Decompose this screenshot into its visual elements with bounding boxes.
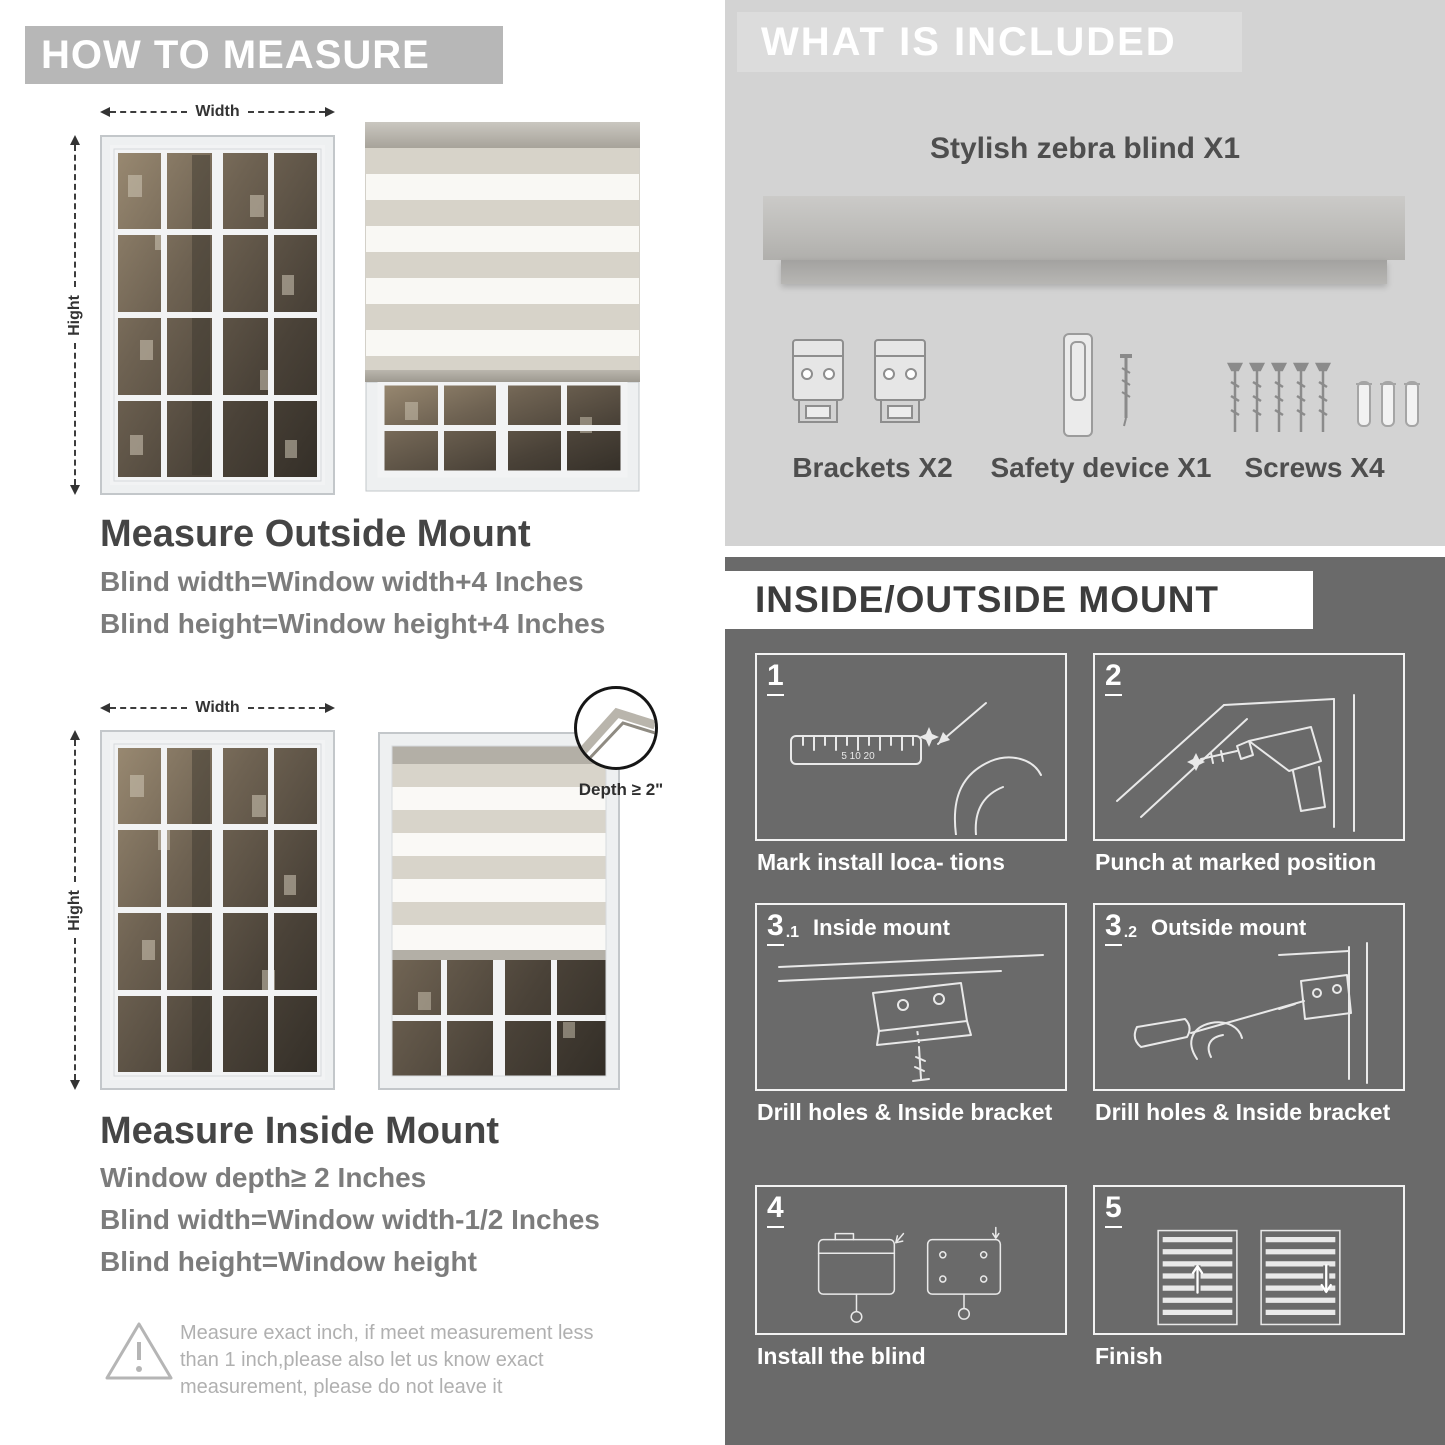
width-label-inside: Width — [195, 699, 240, 716]
zebra-blind-product-label: Stylish zebra blind X1 — [929, 132, 1241, 165]
step-box-5: 5 — [1093, 1185, 1405, 1335]
step-title: Inside mount — [813, 915, 950, 940]
step-4-header: 4 — [767, 1193, 800, 1228]
mark-location-illustration: 5 10 20 — [790, 702, 1042, 835]
dimension-line — [247, 111, 325, 113]
step-number: 3 — [1105, 911, 1122, 946]
dimension-line — [74, 145, 76, 287]
depth-callout-circle — [574, 686, 658, 770]
inside-outside-mount-panel: INSIDE/OUTSIDE MOUNT 1 — [725, 557, 1445, 1445]
step-number: 2 — [1105, 661, 1122, 696]
zebra-blind-inside-illustration — [378, 732, 620, 1090]
width-label-outside: Width — [195, 103, 240, 120]
window-illustration-inside — [100, 730, 335, 1090]
dimension-line — [74, 740, 76, 882]
ruler-marks: 5 10 20 — [841, 751, 875, 762]
how-to-measure-title: HOW TO MEASURE — [41, 33, 430, 77]
dimension-line — [74, 938, 76, 1080]
outside-height-formula: Blind height=Window height+4 Inches — [100, 608, 606, 639]
step-number: 3 — [767, 911, 784, 946]
safety-device-icon — [1063, 333, 1132, 437]
zebra-blind-outside-illustration — [365, 122, 640, 497]
mount-section-banner: INSIDE/OUTSIDE MOUNT — [725, 571, 1313, 629]
step-4-caption: Install the blind — [757, 1343, 926, 1369]
safety-device-label: Safety device X1 — [990, 452, 1212, 483]
zebra-blind-valance-illustration — [781, 260, 1387, 284]
inside-mount-bracket-illustration — [778, 954, 1044, 1082]
step-3-1-caption: Drill holes & Inside bracket — [757, 1099, 1053, 1125]
drill-illustration — [1116, 694, 1355, 832]
inside-width-formula: Blind width=Window width-1/2 Inches — [100, 1204, 600, 1235]
blind-bottom-rail — [365, 370, 640, 382]
window-illustration-outside — [100, 135, 335, 495]
dimension-line — [110, 707, 188, 709]
height-dimension-arrow-inside: Hight — [66, 730, 84, 1090]
install-blind-illustration — [817, 1226, 1002, 1323]
measurement-warning-note: Measure exact inch, if meet measurement … — [180, 1322, 594, 1398]
finished-blinds-illustration — [1157, 1229, 1341, 1326]
step-3-2-header: 3 .2 Outside mount — [1105, 911, 1306, 946]
screws-label: Screws X4 — [1244, 452, 1385, 483]
dimension-line — [247, 707, 325, 709]
step-subnumber: .2 — [1123, 924, 1138, 941]
width-dimension-arrow-outside: Width — [100, 103, 335, 120]
step-3-2-caption: Drill holes & Inside bracket — [1095, 1099, 1391, 1125]
outside-width-formula: Blind width=Window width+4 Inches — [100, 566, 584, 597]
how-to-measure-banner: HOW TO MEASURE — [25, 26, 503, 84]
step-1-header: 1 — [767, 661, 800, 696]
step-5-header: 5 — [1105, 1193, 1138, 1228]
screws-icon — [1226, 362, 1420, 432]
what-is-included-banner: WHAT IS INCLUDED — [737, 12, 1242, 72]
width-dimension-arrow-inside: Width — [100, 699, 335, 716]
arrow-up-icon — [70, 135, 80, 145]
height-label-outside: Hight — [66, 294, 83, 336]
step-box-2: 2 — [1093, 653, 1405, 841]
step-box-3-1: 3 .1 Inside mount — [755, 903, 1067, 1091]
arrow-down-icon — [70, 1080, 80, 1090]
step-number: 4 — [767, 1193, 784, 1228]
warning-icon — [105, 1322, 173, 1380]
outside-mount-bracket-illustration — [1133, 942, 1368, 1084]
inside-height-formula: Blind height=Window height — [100, 1246, 477, 1277]
arrow-right-icon — [325, 703, 335, 713]
what-is-included-title: WHAT IS INCLUDED — [761, 20, 1177, 64]
step-5-caption: Finish — [1095, 1343, 1163, 1369]
step-box-1: 1 5 10 20 — [755, 653, 1067, 841]
zebra-blind-headrail-illustration — [763, 196, 1405, 260]
arrow-down-icon — [70, 485, 80, 495]
bracket-icon — [874, 339, 926, 423]
what-is-included-panel: WHAT IS INCLUDED Stylish zebra blind X1 — [725, 0, 1445, 546]
arrow-right-icon — [325, 107, 335, 117]
inside-depth-line: Window depth≥ 2 Inches — [100, 1162, 427, 1193]
mount-section-title: INSIDE/OUTSIDE MOUNT — [755, 579, 1220, 620]
step-3-1-header: 3 .1 Inside mount — [767, 911, 950, 946]
step-box-4: 4 — [755, 1185, 1067, 1335]
window-fragment-illustration — [365, 378, 640, 492]
step-1-caption: Mark install loca- tions — [757, 849, 1005, 875]
step-2-caption: Punch at marked position — [1095, 849, 1377, 875]
dimension-line — [74, 343, 76, 485]
arrow-up-icon — [70, 730, 80, 740]
arrow-left-icon — [100, 703, 110, 713]
step-2-header: 2 — [1105, 661, 1138, 696]
dimension-line — [110, 111, 188, 113]
height-label-inside: Hight — [66, 889, 83, 931]
brackets-label: Brackets X2 — [792, 452, 953, 483]
blind-stripes — [365, 148, 640, 370]
step-number: 5 — [1105, 1193, 1122, 1228]
blind-cassette — [365, 122, 640, 148]
arrow-left-icon — [100, 107, 110, 117]
outside-mount-title: Measure Outside Mount — [100, 513, 531, 555]
height-dimension-arrow-outside: Hight — [66, 135, 84, 495]
bracket-icon — [792, 339, 844, 423]
step-title: Outside mount — [1151, 915, 1307, 940]
step-subnumber: .1 — [785, 924, 800, 941]
step-box-3-2: 3 .2 Outside mount — [1093, 903, 1405, 1091]
corner-depth-illustration — [577, 707, 655, 763]
depth-label: Depth ≥ 2" — [578, 780, 664, 799]
step-number: 1 — [767, 661, 784, 696]
inside-mount-title: Measure Inside Mount — [100, 1110, 500, 1152]
